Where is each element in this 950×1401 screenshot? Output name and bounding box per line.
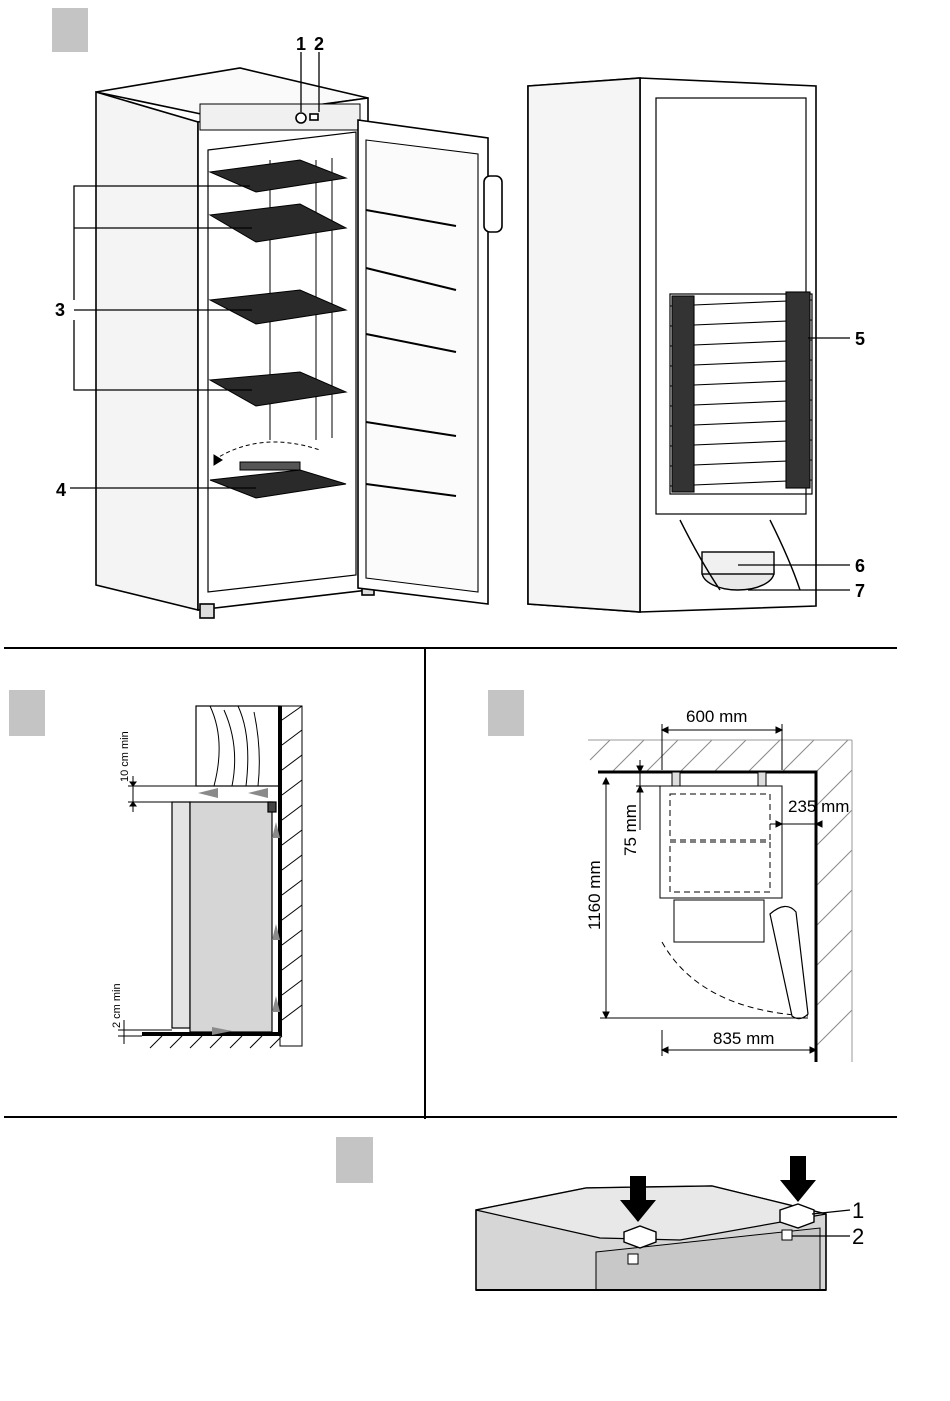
- fig4-callout-2: 2: [852, 1224, 864, 1249]
- fig4-callout-1: 1: [852, 1198, 864, 1223]
